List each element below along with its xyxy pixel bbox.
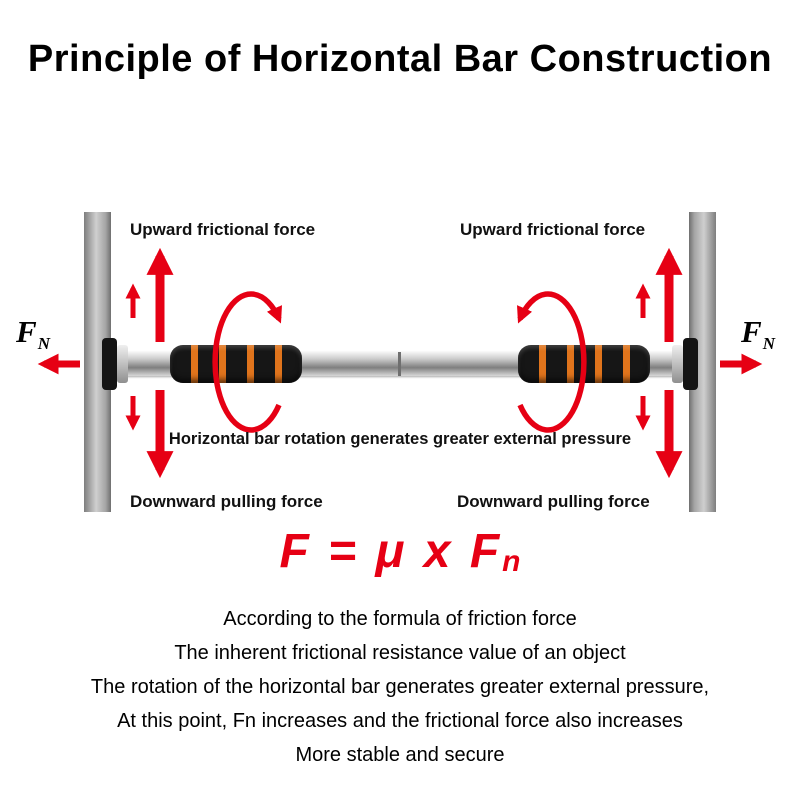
description-line: The rotation of the horizontal bar gener… (90, 676, 710, 698)
left-collar (117, 345, 128, 383)
description-block: According to the formula of friction for… (0, 602, 800, 772)
right-collar (672, 345, 683, 383)
right-foam-grip (518, 345, 650, 383)
upward-friction-label-left: Upward frictional force (130, 220, 316, 239)
left-end-cap (102, 338, 117, 390)
fn-subscript: N (37, 334, 50, 353)
left-foam-grip (170, 345, 302, 383)
upward-friction-label-right: Upward frictional force (460, 220, 646, 239)
description-line: At this point, Fn increases and the fric… (117, 710, 683, 732)
rotation-note-label: Horizontal bar rotation generates greate… (168, 430, 632, 448)
right-end-cap (683, 338, 698, 390)
normal-force-symbol-right: FN (741, 314, 775, 354)
description-line: According to the formula of friction for… (223, 608, 577, 630)
description-line: The inherent frictional resistance value… (174, 642, 626, 664)
downward-pull-label-left: Downward pulling force (130, 492, 323, 511)
friction-formula: F = μ x Fn (0, 524, 800, 579)
fn-base: F (16, 314, 37, 349)
page-title: Principle of Horizontal Bar Construction (27, 38, 773, 80)
downward-pull-label-right: Downward pulling force (457, 492, 650, 511)
formula-subscript: n (502, 545, 521, 578)
normal-force-symbol-left: FN (16, 314, 50, 354)
bar-seam (398, 352, 401, 376)
fn-base: F (741, 314, 762, 349)
description-line: More stable and secure (295, 744, 505, 766)
formula-body: F = μ x F (279, 525, 503, 578)
fn-subscript: N (762, 334, 775, 353)
